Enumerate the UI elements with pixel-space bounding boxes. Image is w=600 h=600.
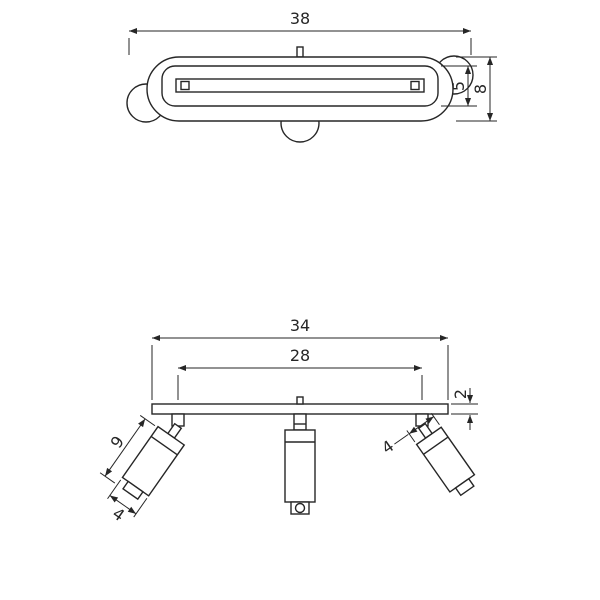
- spot-right: 4: [378, 413, 476, 497]
- spot-middle: [284, 413, 316, 515]
- extension-line: [431, 413, 440, 426]
- spot-right-lens: [454, 477, 475, 497]
- dimension-label-shade-length: 9: [107, 432, 128, 451]
- dimension-tail-line: [394, 433, 409, 445]
- dimension-line: [104, 418, 146, 477]
- dimension-plate-outer-height: 8: [456, 56, 497, 122]
- dimension-label-shade-diameter-left: 4: [109, 504, 128, 525]
- spot-middle-bulb: [294, 502, 306, 514]
- ceiling-cable-tab: [296, 396, 304, 405]
- spot-middle-lens: [290, 501, 310, 515]
- spot-left: 9 4: [99, 415, 186, 525]
- mounting-plate-inner-edge: [161, 65, 439, 107]
- dimension-label-top-width: 38: [290, 9, 310, 28]
- dimension-fixture-spacing: 28: [177, 346, 423, 400]
- top-view: [126, 46, 474, 143]
- dimension-label-fixture-spacing: 28: [290, 346, 310, 365]
- cable-tab: [296, 46, 304, 58]
- spot-left-lens: [122, 480, 144, 501]
- dimension-label-canopy-thickness: 2: [451, 389, 470, 399]
- dimension-label-outer-height: 8: [471, 84, 490, 94]
- spot-middle-stem: [293, 413, 307, 431]
- top-view-dimensions: 38 5 8: [128, 9, 497, 122]
- extension-line: [406, 430, 416, 443]
- spot-right-ring-line: [423, 436, 449, 455]
- spot-middle-body: [284, 429, 316, 503]
- dimension-plate-inner-height: 5: [441, 65, 477, 107]
- dimension-line: [408, 416, 435, 435]
- dimension-top-width: 38: [128, 9, 472, 55]
- front-view-dimensions: 34 28 2: [151, 316, 478, 430]
- dimension-canopy-thickness: 2: [451, 388, 478, 430]
- screw-hole-left: [180, 80, 190, 91]
- dimension-line: [109, 495, 137, 515]
- screw-hole-right: [410, 80, 420, 91]
- mounting-slot: [175, 78, 425, 93]
- mounting-plate-outline: [146, 56, 454, 122]
- extension-line: [139, 415, 156, 427]
- dimension-label-inner-height: 5: [449, 81, 468, 91]
- extension-line: [99, 472, 116, 484]
- spot-left-ring-line: [150, 435, 178, 456]
- front-view: 9 4 4: [99, 396, 476, 525]
- dimension-bar-width: 34: [151, 316, 449, 400]
- dimension-label-bar-width: 34: [290, 316, 310, 335]
- dimension-label-shade-diameter-right: 4: [378, 436, 397, 457]
- ceiling-bar: [151, 403, 449, 415]
- extension-line: [133, 497, 148, 518]
